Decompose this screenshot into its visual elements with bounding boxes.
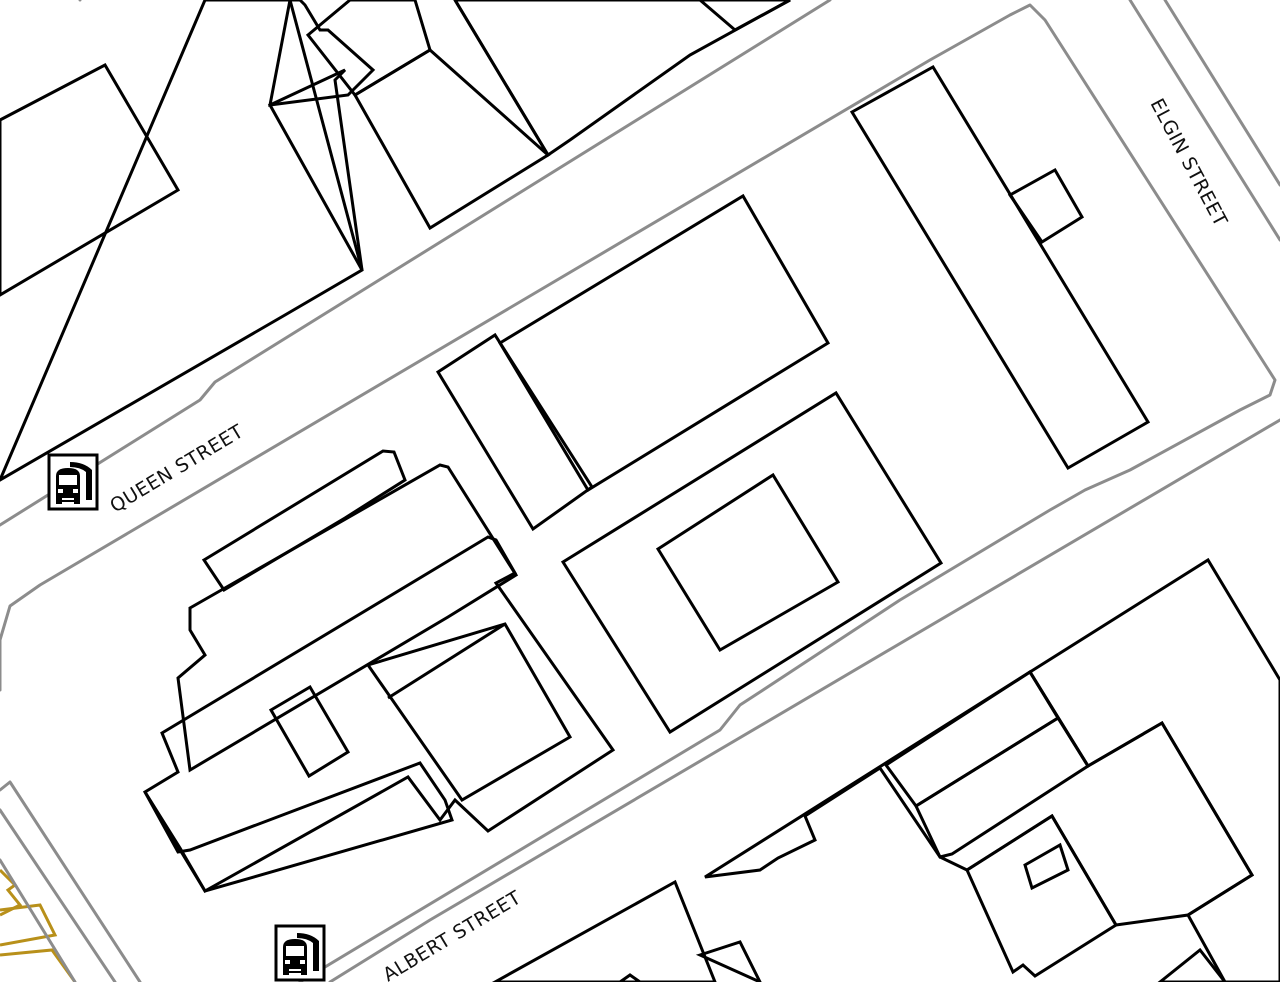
curb-west-3 bbox=[0, 858, 77, 982]
building-sw-inner[interactable] bbox=[268, 684, 351, 779]
building-sw-box-line[interactable] bbox=[387, 622, 506, 700]
albert-street-label: ALBERT STREET bbox=[379, 887, 525, 982]
building-c-strip[interactable] bbox=[435, 332, 595, 532]
building-s-4[interactable] bbox=[617, 973, 643, 982]
transit-stop-queen[interactable] bbox=[47, 453, 99, 511]
building-n-6[interactable] bbox=[453, 0, 791, 158]
building-c-large[interactable] bbox=[497, 193, 831, 493]
building-s-1[interactable] bbox=[491, 879, 717, 982]
building-n-4[interactable] bbox=[352, 48, 551, 231]
curb-elgin-east-2 bbox=[1163, 0, 1280, 187]
building-s-2[interactable] bbox=[695, 940, 762, 982]
building-se-5[interactable] bbox=[914, 715, 1255, 927]
building-sw-main[interactable] bbox=[176, 463, 519, 773]
building-c-court[interactable] bbox=[560, 390, 944, 735]
curb-albert-south bbox=[328, 418, 1280, 982]
building-n-1[interactable] bbox=[267, 68, 364, 271]
curb-elgin-east-1 bbox=[1128, 0, 1280, 242]
curb-queen-north bbox=[0, 0, 832, 527]
building-sw-outer[interactable] bbox=[143, 761, 454, 893]
transit-stop-layer bbox=[47, 453, 326, 982]
parcel-2 bbox=[0, 903, 58, 947]
curb-west-1 bbox=[0, 780, 142, 982]
building-nw-2[interactable] bbox=[0, 0, 364, 482]
building-ne-annex[interactable] bbox=[1007, 167, 1085, 245]
curb-west-2 bbox=[0, 808, 117, 982]
building-sw-box[interactable] bbox=[365, 622, 573, 802]
building-s-3[interactable] bbox=[1157, 947, 1227, 982]
building-nw-1[interactable] bbox=[0, 63, 181, 297]
building-n-7[interactable] bbox=[697, 0, 791, 32]
building-n-2[interactable] bbox=[268, 0, 376, 107]
bus-stop-icon bbox=[47, 453, 99, 511]
building-c-courtyard[interactable] bbox=[655, 472, 841, 653]
building-n-3[interactable] bbox=[305, 0, 432, 97]
building-se-1[interactable] bbox=[704, 669, 1091, 879]
building-se-4[interactable] bbox=[965, 813, 1119, 978]
building-se-2[interactable] bbox=[883, 669, 1061, 809]
transit-stop-albert[interactable] bbox=[274, 924, 326, 982]
bus-stop-icon bbox=[274, 924, 326, 982]
curb-queen-south bbox=[0, 3, 1277, 982]
building-ne-long[interactable] bbox=[849, 64, 1151, 471]
building-se-4-inner[interactable] bbox=[1023, 842, 1070, 891]
elgin-street-label: ELGIN STREET bbox=[1146, 95, 1232, 230]
